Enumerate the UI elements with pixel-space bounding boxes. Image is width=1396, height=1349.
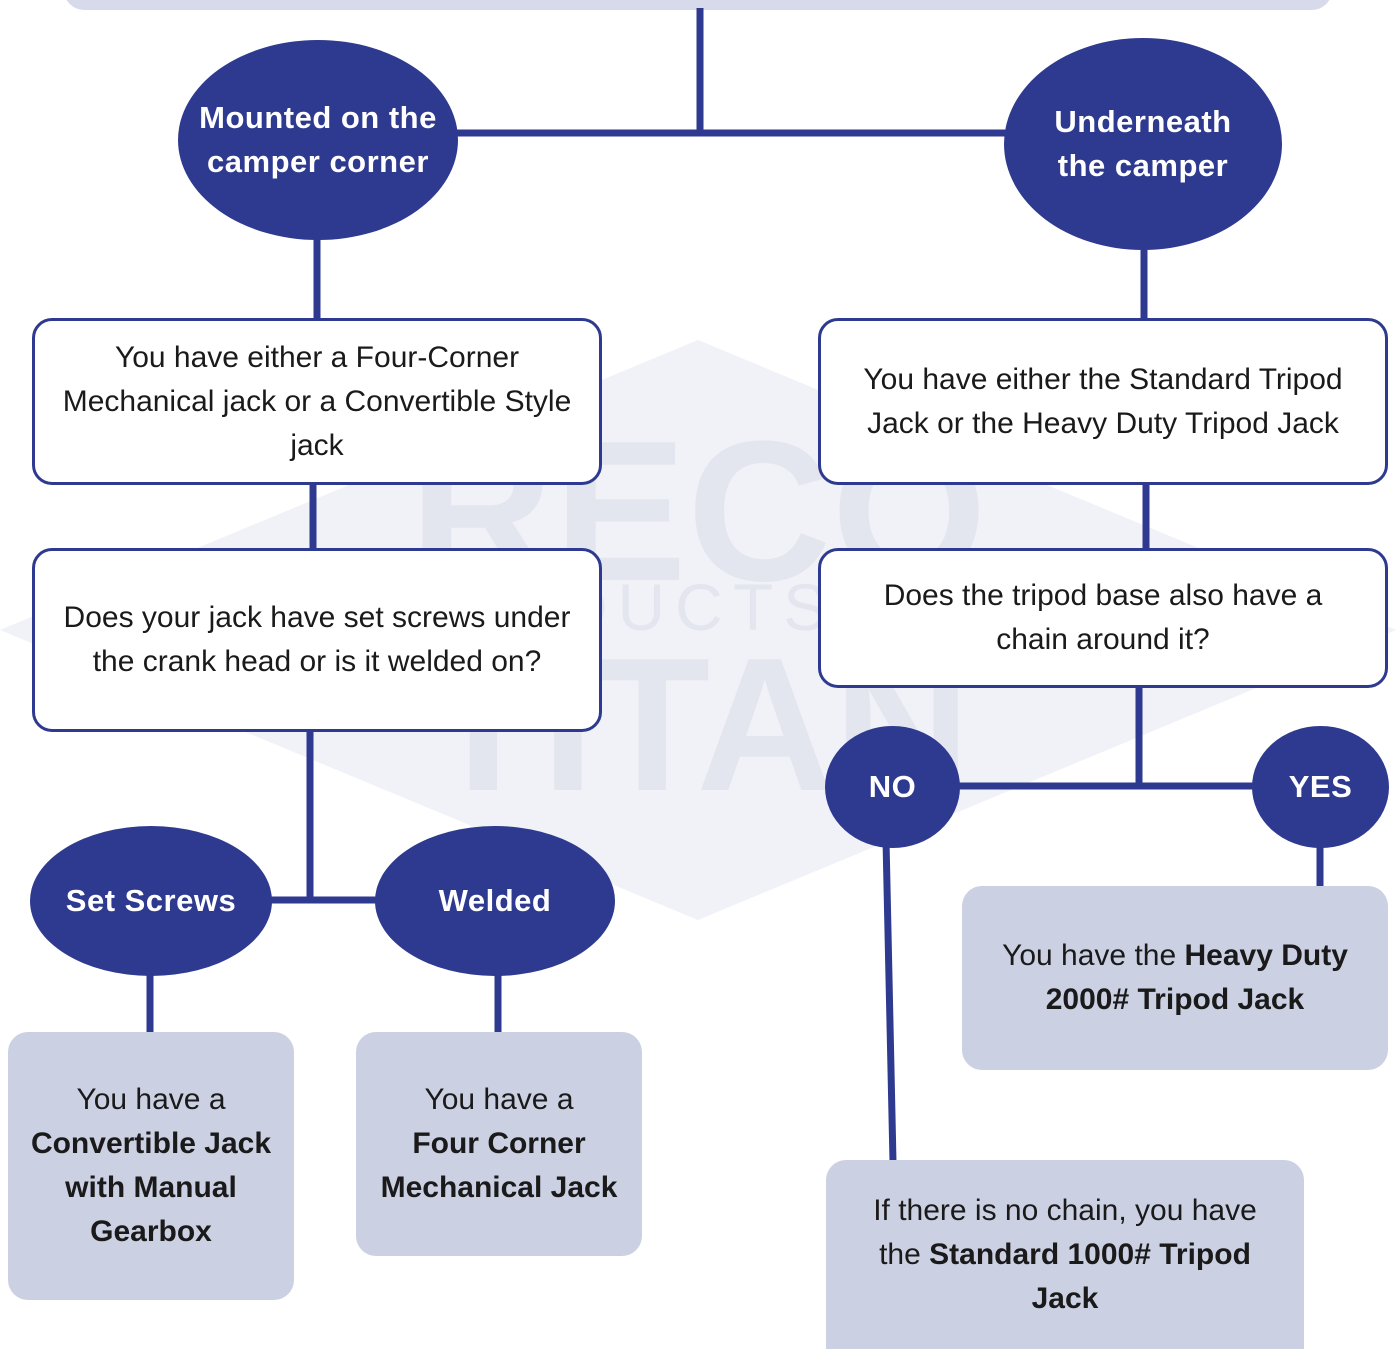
option-no-label: NO <box>868 769 917 804</box>
decision-mounted-corner-label: Mounted on the camper corner <box>199 100 437 179</box>
question-left-set-screws-text: Does your jack have set screws under the… <box>63 601 571 678</box>
question-left-jack-type-text: You have either a Four-Corner Mechanical… <box>62 340 572 462</box>
answer-four-corner-result: Four Corner Mechanical Jack <box>380 1127 618 1204</box>
answer-convertible-jack: You have a Convertible Jack with Manual … <box>8 1032 294 1300</box>
answer-standard-tripod: If there is no chain, you have the Stand… <box>826 1160 1304 1349</box>
option-yes-label: YES <box>1288 769 1353 804</box>
option-set-screws: Set Screws <box>30 826 272 976</box>
answer-four-corner-jack: You have a Four Corner Mechanical Jack <box>356 1032 642 1256</box>
answer-convertible-prefix: You have a <box>76 1083 226 1116</box>
option-set-screws-label: Set Screws <box>65 883 237 918</box>
decision-mounted-corner: Mounted on the camper corner <box>178 40 458 240</box>
option-welded-label: Welded <box>438 883 552 918</box>
question-left-set-screws: Does your jack have set screws under the… <box>32 548 602 732</box>
question-right-jack-type: You have either the Standard Tripod Jack… <box>818 318 1388 485</box>
question-right-jack-type-text: You have either the Standard Tripod Jack… <box>863 362 1343 440</box>
option-welded: Welded <box>375 826 615 976</box>
answer-standard-result: Standard 1000# Tripod Jack <box>929 1237 1251 1315</box>
decision-underneath-label: Underneath the camper <box>1054 104 1232 183</box>
question-right-chain-text: Does the tripod base also have a chain a… <box>883 579 1323 656</box>
decision-underneath: Underneath the camper <box>1004 38 1282 250</box>
question-right-chain: Does the tripod base also have a chain a… <box>818 548 1388 688</box>
top-banner <box>64 0 1332 10</box>
answer-heavy-duty-prefix: You have the <box>1002 939 1177 972</box>
connector-no-answer <box>882 839 897 1163</box>
option-yes: YES <box>1252 726 1389 848</box>
question-left-jack-type: You have either a Four-Corner Mechanical… <box>32 318 602 485</box>
answer-heavy-duty-tripod: You have the Heavy Duty 2000# Tripod Jac… <box>962 886 1388 1070</box>
option-no: NO <box>825 726 960 848</box>
answer-standard-prefix: If there is no chain, you have the <box>873 1193 1257 1271</box>
answer-four-corner-prefix: You have a <box>424 1083 574 1116</box>
answer-convertible-result: Convertible Jack with Manual Gearbox <box>30 1127 272 1248</box>
answer-heavy-duty-result: Heavy Duty 2000# Tripod Jack <box>1045 939 1348 1016</box>
